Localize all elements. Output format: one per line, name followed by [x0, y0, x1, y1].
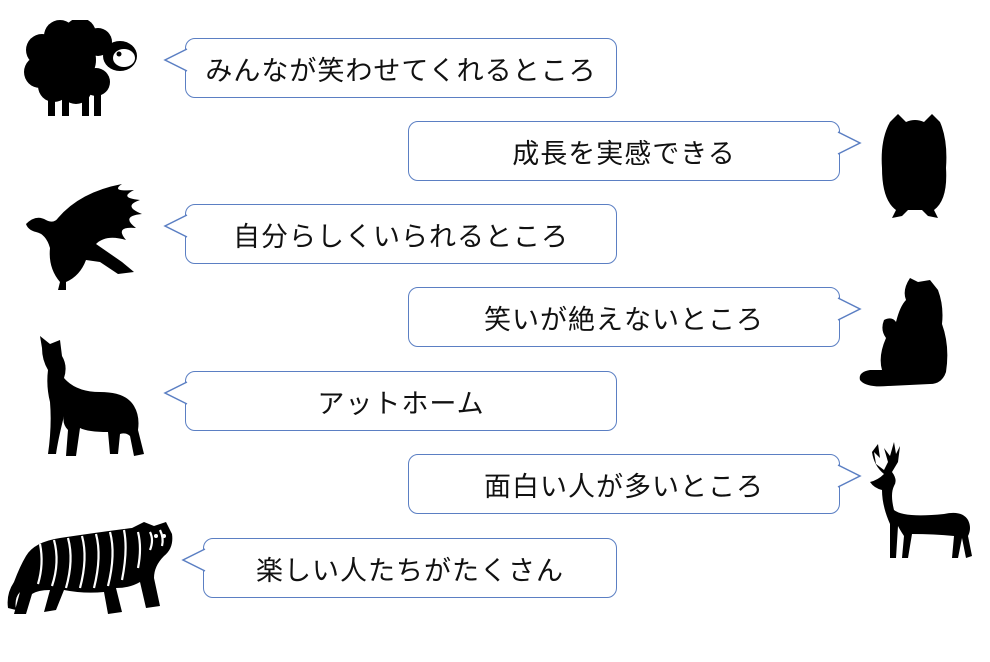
bubble-tail [837, 297, 862, 321]
bubble-text: 笑いが絶えないところ [484, 304, 764, 336]
bubble-text: みんなが笑わせてくれるところ [205, 55, 597, 87]
deer-icon [864, 440, 976, 562]
bubble-text: 成長を実感できる [512, 138, 736, 170]
wolf-icon [36, 336, 148, 462]
speech-bubble-1: みんなが笑わせてくれるところ [163, 38, 617, 98]
bubble-text: 楽しい人たちがたくさん [256, 555, 564, 587]
bubble-text: アットホーム [317, 388, 485, 420]
bubble-tail [163, 381, 188, 405]
speech-bubble-4: 笑いが絶えないところ [408, 287, 862, 347]
bubble-tail [181, 548, 206, 572]
speech-bubble-6: 面白い人が多いところ [408, 454, 862, 514]
speech-bubble-3: 自分らしくいられるところ [163, 204, 617, 264]
bubble-text: 面白い人が多いところ [484, 471, 764, 503]
bubble-tail [163, 48, 188, 72]
sheep-icon [22, 20, 140, 120]
tiger-icon [4, 518, 176, 620]
bubble-tail [163, 214, 188, 238]
speech-bubble-5: アットホーム [163, 371, 617, 431]
speech-bubble-7: 楽しい人たちがたくさん [181, 538, 617, 598]
speech-bubble-2: 成長を実感できる [408, 121, 862, 181]
bubble-tail [837, 464, 862, 488]
bubble-tail [837, 131, 862, 155]
owl-icon [876, 112, 954, 222]
bubble-text: 自分らしくいられるところ [233, 221, 569, 253]
bear-icon [858, 276, 952, 388]
eagle-icon [22, 184, 144, 294]
